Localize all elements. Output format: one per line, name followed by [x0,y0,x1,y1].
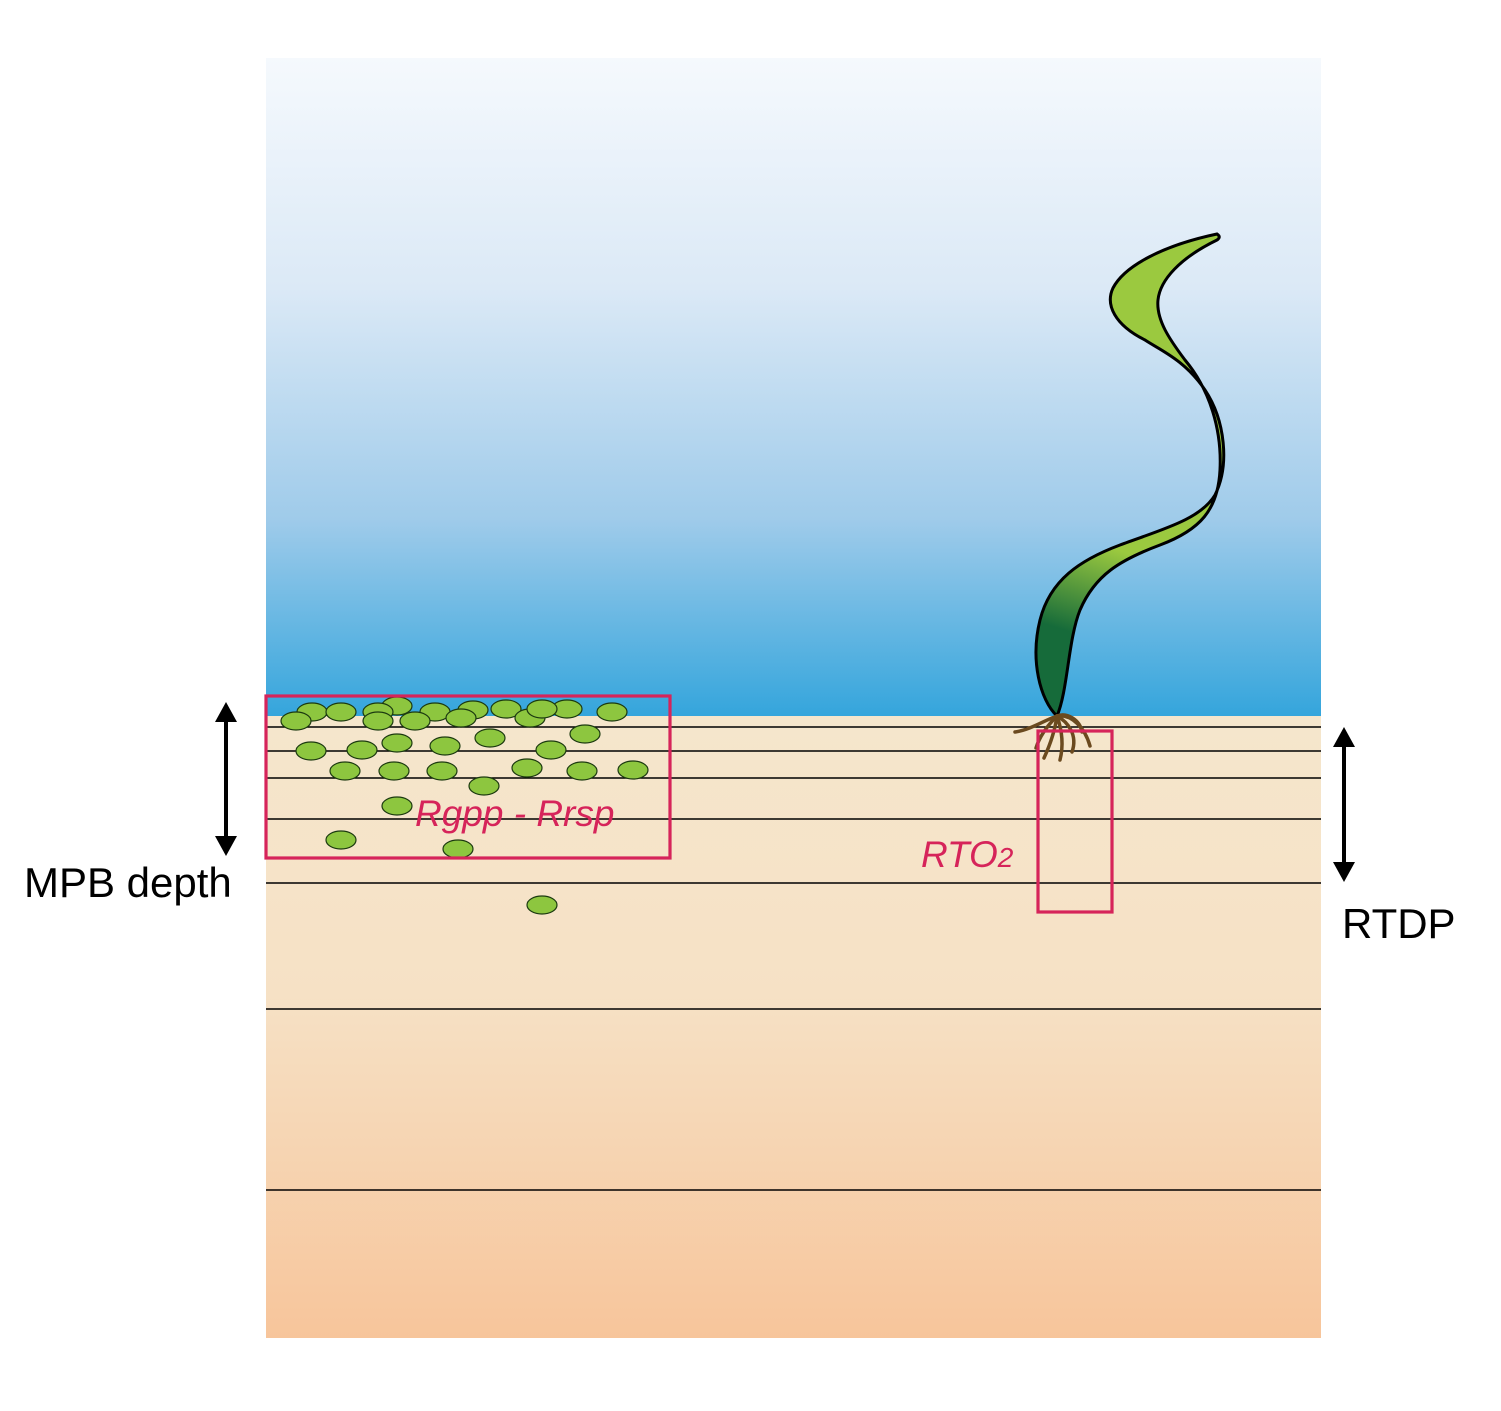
mpb-cell-icon [526,895,558,915]
mpb-cell-icon [399,711,431,731]
mpb-cell-icon [429,736,461,756]
mpb-cell-icon [474,728,506,748]
mpb-cell-icon [381,796,413,816]
mpb-cell-icon [362,711,394,731]
mpb-cell-icon [596,702,628,722]
mpb-cell-icon [511,758,543,778]
mpb-cell-icon [617,760,649,780]
rto2-label: RTO2 [921,834,1014,875]
mpb-cell-icon [381,733,413,753]
rgpp-rrsp-label: Rgpp - Rrsp [415,793,614,834]
mpb-depth-arrow-icon [215,702,237,856]
mpb-cell-icon [378,761,410,781]
root-oxygen-box [1036,729,1114,914]
rto2-label-main: RTO [921,834,998,875]
mpb-cell-icon [490,699,522,719]
mpb-cell-icon [426,761,458,781]
rto2-label-subscript: 2 [997,842,1014,873]
mpb-cell-icon [445,708,477,728]
mpb-cell-icon [280,711,312,731]
mpb-cell-icon [329,761,361,781]
seagrass-leaf [1034,232,1226,719]
mpb-depth-label: MPB depth [24,859,232,906]
mpb-cell-icon [442,839,474,859]
rtdp-label: RTDP [1342,900,1456,947]
seagrass-icon [1013,232,1226,762]
microphytobenthos-cells [280,696,649,915]
rtdp-arrow-icon [1333,727,1355,882]
mpb-cell-icon [325,830,357,850]
mpb-cell-icon [295,741,327,761]
mpb-cell-icon [569,724,601,744]
mpb-cell-icon [535,740,567,760]
mpb-cell-icon [468,776,500,796]
mpb-cell-icon [526,699,558,719]
mpb-cell-icon [346,740,378,760]
water-column [266,58,1321,717]
mpb-production-box [264,694,672,860]
mpb-cell-icon [325,702,357,722]
mpb-cell-icon [566,761,598,781]
